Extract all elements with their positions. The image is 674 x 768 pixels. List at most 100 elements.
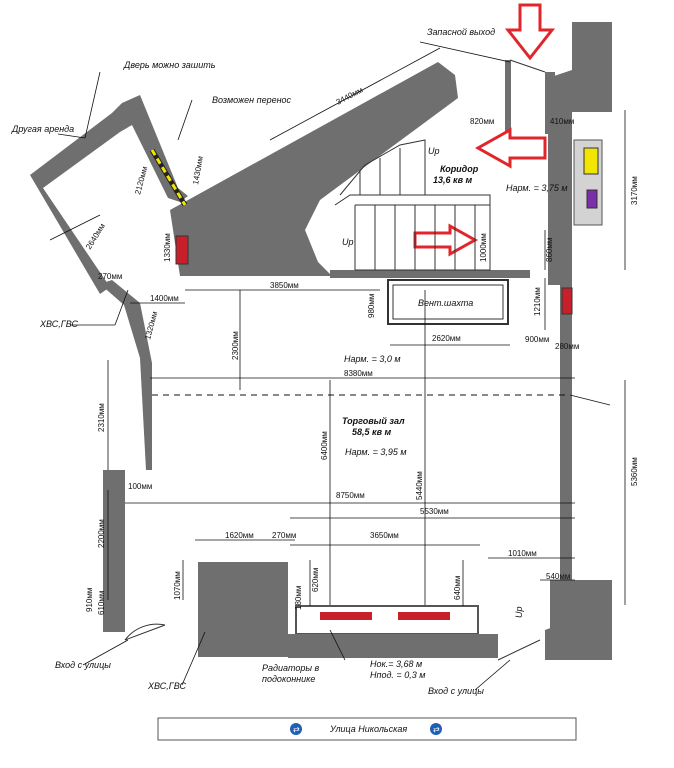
left-wall	[103, 470, 125, 630]
dim-1620: 1620мм	[225, 531, 254, 540]
sill-label-1: Нок.= 3,68 м	[370, 659, 422, 669]
red-markers	[149, 148, 573, 620]
dim-540: 540мм	[546, 572, 570, 581]
door-sewable-label: Дверь можно зашить	[123, 60, 216, 70]
corridor-area: 13,6 кв м	[433, 175, 473, 185]
column-block	[198, 562, 288, 657]
hvs-gvs-bottom: ХВС,ГВС	[147, 681, 187, 691]
dim-910: 910мм	[85, 588, 94, 612]
dim-860: 860мм	[545, 238, 554, 262]
street-right-icon	[430, 723, 442, 735]
radiators-label-1: Радиаторы в	[262, 663, 320, 673]
dim-270b: 270мм	[272, 531, 296, 540]
dim-620: 620мм	[311, 568, 320, 592]
dim-980: 980мм	[367, 294, 376, 318]
dim-270a: 270мм	[98, 272, 122, 281]
hvs-gvs-top: ХВС,ГВС	[39, 319, 79, 329]
dim-1000: 1000мм	[479, 233, 488, 262]
dim-610: 610мм	[97, 591, 106, 615]
right-wall-stub	[545, 620, 572, 660]
corridor-title: Коридор	[440, 164, 479, 174]
svg-text:⇄: ⇄	[433, 725, 440, 734]
hall-area: 58,5 кв м	[352, 427, 392, 437]
corridor-arrow-right	[413, 223, 479, 257]
walls	[30, 22, 612, 660]
dim-900: 900мм	[525, 335, 549, 344]
street-left-icon	[290, 723, 302, 735]
hall-height-top: Нарм. = 3,0 м	[344, 354, 401, 364]
dim-100: 100мм	[128, 482, 152, 491]
right-wall	[548, 22, 612, 655]
street-label: Улица Никольская	[329, 724, 407, 734]
emergency-exit-label: Запасной выход	[427, 27, 495, 37]
dim-280: 280мм	[555, 342, 579, 351]
sill-label-2: Нпод. = 0,3 м	[370, 670, 425, 680]
dim-3170: 3170мм	[630, 176, 639, 205]
dim-180: 180мм	[294, 586, 303, 610]
dim-8750: 8750мм	[336, 491, 365, 500]
dim-1430: 1430мм	[191, 155, 205, 185]
red-arrows	[413, 3, 556, 257]
street-bar	[157, 717, 577, 741]
dim-2640: 2640мм	[84, 222, 107, 251]
entrance-right-label: Вход с улицы	[428, 686, 484, 696]
vent-shaft	[387, 279, 509, 325]
dim-1070: 1070мм	[173, 571, 182, 600]
dim-2620: 2620мм	[432, 334, 461, 343]
dim-3850: 3850мм	[270, 281, 299, 290]
radiator-window-1	[320, 612, 372, 620]
corridor-height: Нарм. = 3,75 м	[506, 183, 568, 193]
dim-1320: 1320мм	[143, 310, 159, 340]
window-base	[288, 634, 498, 658]
dim-5360: 5360мм	[630, 457, 639, 486]
left-wall-upper	[100, 280, 152, 470]
diagonal-wall	[170, 62, 458, 276]
dim-8380: 8380мм	[344, 369, 373, 378]
svg-text:⇄: ⇄	[293, 725, 300, 734]
dim-1330: 1330мм	[163, 233, 172, 262]
dim-2300: 2300мм	[231, 331, 240, 360]
dim-410: 410мм	[550, 117, 574, 126]
exit-jamb-left	[505, 60, 511, 132]
dim-2200: 2200мм	[97, 519, 106, 548]
dimension-lines	[49, 41, 626, 691]
up-label-2: Up	[342, 237, 354, 247]
purple-box	[586, 189, 598, 209]
up-label-3: Up	[514, 606, 524, 618]
exit-jamb-right	[545, 72, 555, 134]
dim-6400: 6400мм	[320, 431, 329, 460]
dim-820: 820мм	[470, 117, 494, 126]
dim-2310: 2310мм	[97, 403, 106, 432]
vent-shaft-label: Вент.шахта	[418, 298, 473, 308]
dim-1210: 1210мм	[533, 287, 542, 316]
labels: Запасной выход Дверь можно зашить Другая…	[11, 27, 568, 734]
radiator-left-small	[175, 235, 189, 265]
corridor-arrow-left	[474, 127, 547, 169]
dim-1010: 1010мм	[508, 549, 537, 558]
dim-5440: 5440мм	[415, 471, 424, 500]
left-wall-base	[103, 610, 125, 632]
radiators-label-2: подоконнике	[262, 674, 315, 684]
entrance-left-label: Вход с улицы	[55, 660, 111, 670]
top-right-block	[572, 22, 612, 112]
dim-640: 640мм	[453, 576, 462, 600]
radiator-window-2	[398, 612, 450, 620]
other-rent-label: Другая аренда	[11, 124, 74, 134]
possible-move-label: Возможен перенос	[212, 95, 292, 105]
hall-height: Нарм. = 3,95 м	[345, 447, 407, 457]
dim-2120: 2120мм	[133, 165, 149, 195]
doors	[124, 59, 546, 661]
dim-3650: 3650мм	[370, 531, 399, 540]
exit-arrow-down	[504, 3, 556, 61]
annex-wall-outer	[30, 95, 188, 294]
dim-1400: 1400мм	[150, 294, 179, 303]
dim-3440: 3440мм	[335, 85, 365, 106]
radiator-right-small	[561, 287, 573, 315]
yellow-box	[583, 147, 599, 175]
corridor-floor-wall	[330, 270, 530, 278]
dim-5530: 5530мм	[420, 507, 449, 516]
up-label-1: Up	[428, 146, 440, 156]
hall-title: Торговый зал	[342, 416, 405, 426]
stairs	[334, 139, 491, 271]
